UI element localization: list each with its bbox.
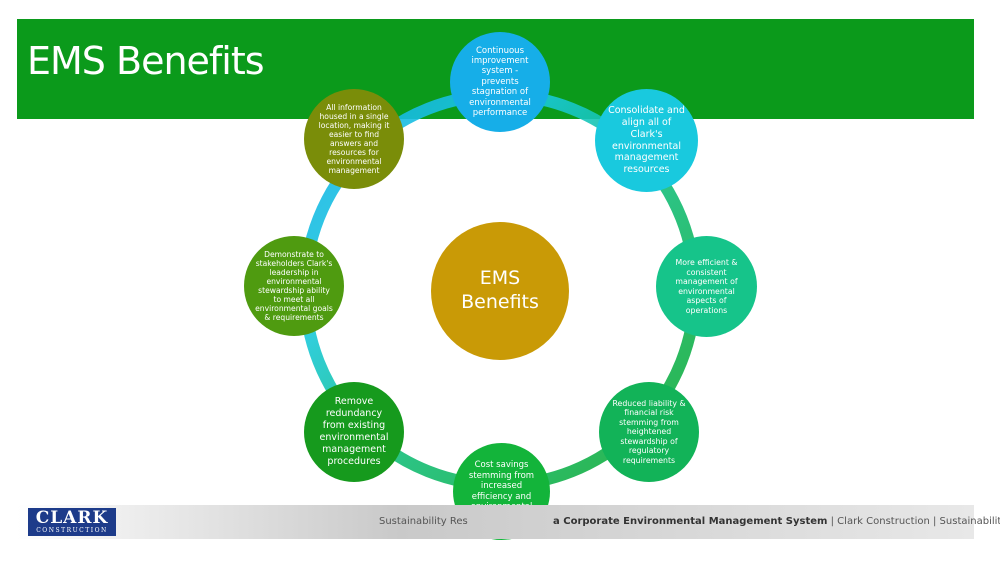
logo-wordmark: CLARK	[35, 508, 109, 528]
node-consolidate-resources-text: Consolidate and align all of Clark's env…	[608, 104, 685, 176]
footer-band	[17, 505, 974, 539]
node-remove-redundancy: Remove redundancy from existing environm…	[304, 382, 404, 482]
node-efficient-management: More efficient & consistent management o…	[656, 236, 757, 337]
node-continuous-improvement-text: Continuous improvement system - prevents…	[469, 45, 531, 118]
footer-text-rest: | Clark Construction | Sustainability | …	[830, 516, 1000, 527]
node-reduced-liability-text: Reduced liability & financial risk stemm…	[612, 398, 686, 465]
node-demonstrate-leadership: Demonstrate to stakeholders Clark's lead…	[244, 236, 344, 336]
node-efficient-management-text: More efficient & consistent management o…	[675, 258, 738, 315]
footer-text-left: Sustainability Res	[379, 516, 468, 527]
node-single-location: All information housed in a single locat…	[304, 89, 404, 189]
center-node: EMS Benefits	[431, 222, 569, 360]
node-reduced-liability: Reduced liability & financial risk stemm…	[599, 382, 699, 482]
footer-text-bold: a Corporate Environmental Management Sys…	[553, 516, 828, 527]
node-continuous-improvement: Continuous improvement system - prevents…	[450, 32, 550, 132]
page-title: EMS Benefits	[27, 39, 265, 83]
center-label: EMS Benefits	[461, 267, 539, 313]
logo-subtitle: CONSTRUCTION	[36, 527, 108, 534]
node-single-location-text: All information housed in a single locat…	[318, 102, 390, 176]
node-demonstrate-leadership-text: Demonstrate to stakeholders Clark's lead…	[255, 249, 333, 323]
footer-text-right: a Corporate Environmental Management Sys…	[553, 516, 1000, 527]
node-remove-redundancy-text: Remove redundancy from existing environm…	[319, 396, 389, 467]
clark-construction-logo: CLARK CONSTRUCTION	[28, 508, 116, 536]
node-consolidate-resources: Consolidate and align all of Clark's env…	[595, 89, 698, 192]
